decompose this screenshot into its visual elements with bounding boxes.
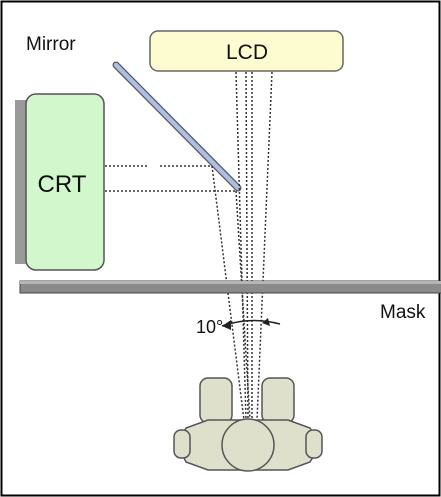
lcd-ray-3 <box>256 71 273 421</box>
left-ear <box>173 429 191 459</box>
lcd-panel <box>149 30 344 72</box>
crt-shadow <box>15 100 27 264</box>
viewer-head <box>221 418 275 472</box>
angle-arrow-right <box>262 318 270 326</box>
light-paths <box>105 71 273 421</box>
angle-arrow-left <box>222 320 231 330</box>
right-eyepiece <box>261 377 295 424</box>
crt-label: CRT <box>38 171 87 198</box>
mask-label: Mask <box>380 302 426 323</box>
lcd-ray-4 <box>235 71 247 421</box>
angle-label: 10° <box>196 317 223 337</box>
crt-monitor <box>25 93 105 271</box>
lcd-label: LCD <box>226 41 268 64</box>
right-ear <box>305 429 323 459</box>
mask-highlight <box>20 281 441 284</box>
left-eyepiece <box>199 377 233 424</box>
mirror-label: Mirror <box>26 34 76 55</box>
viewer-head-binoculars-icon <box>173 377 323 472</box>
mirror <box>113 62 241 191</box>
